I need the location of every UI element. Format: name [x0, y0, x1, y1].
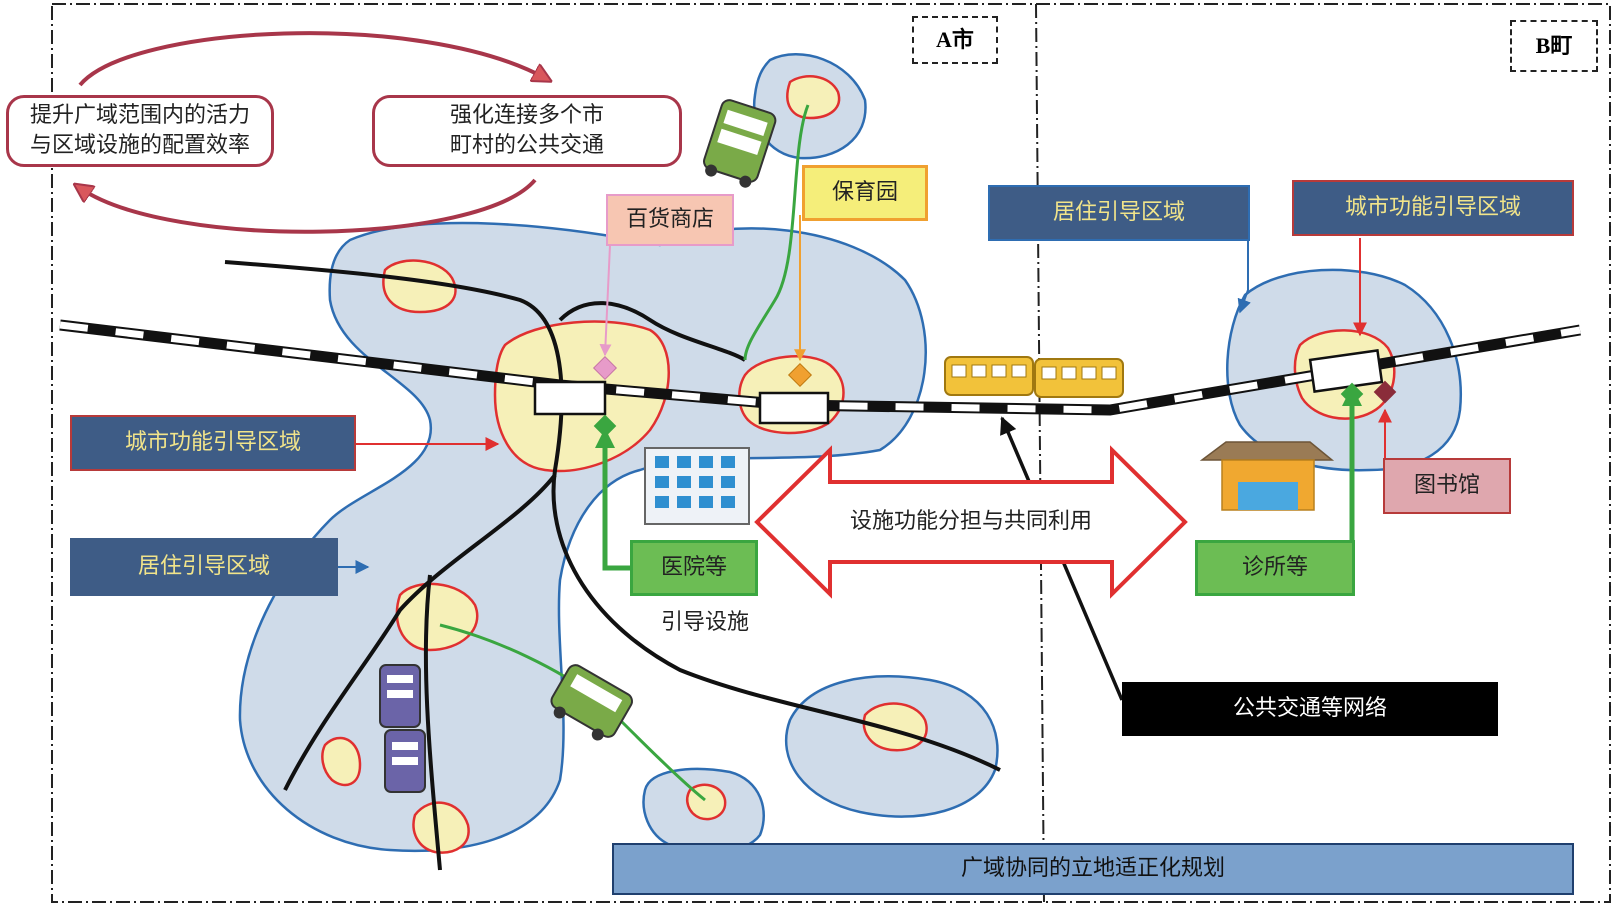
a-residential-zone-label: 居住引导区域 — [70, 538, 338, 596]
a-west-core — [382, 259, 457, 314]
cycle-box-transit: 强化连接多个市 町村的公共交通 — [372, 95, 682, 167]
library-marker — [1373, 380, 1397, 404]
a-city-tag: A市 — [912, 16, 998, 64]
clinic-label: 诊所等 — [1195, 540, 1355, 596]
a-south-core-1 — [321, 736, 362, 787]
bus-icon-purple — [379, 664, 426, 793]
clinic-building-icon — [1199, 441, 1335, 511]
b-residential-zone-label: 居住引导区域 — [988, 185, 1250, 241]
a-south-core-2 — [412, 801, 470, 854]
b-urban-function-zone-label: 城市功能引导区域 — [1292, 180, 1574, 236]
a-southeast-core — [862, 702, 928, 752]
library-label: 图书馆 — [1383, 458, 1511, 514]
roads — [224, 260, 1001, 871]
b-residential-pointer — [1237, 238, 1251, 314]
bus-line-north — [743, 104, 810, 361]
sharing-arrow-caption: 设施功能分担与共同利用 — [849, 509, 1092, 534]
nursery-marker — [787, 362, 813, 388]
city-boundary-line — [1035, 3, 1045, 903]
bus-icon-south — [550, 664, 633, 741]
a-central-station — [533, 380, 607, 416]
cycle-arrows — [80, 31, 545, 234]
hospital-building-icon — [644, 447, 750, 525]
train-icon — [944, 356, 1124, 398]
hospital-label: 医院等 — [630, 540, 758, 596]
outer-frame — [51, 3, 1611, 903]
a-southwest-core — [395, 582, 479, 652]
cycle-box-transit-line-2: 町村的公共交通 — [449, 133, 604, 158]
cycle-box-vitality-line-1: 提升广域范围内的活力 — [29, 103, 250, 128]
a-north-core — [786, 75, 841, 120]
nursery-label: 保育园 — [802, 165, 928, 221]
a-urban-function-zone-label: 城市功能引导区域 — [70, 415, 356, 471]
cycle-box-vitality: 提升广域范围内的活力 与区域设施的配置效率 — [6, 95, 274, 167]
bus-icon-north — [703, 99, 777, 188]
department-store-label: 百货商店 — [606, 194, 734, 246]
public-transport-network-label: 公共交通等网络 — [1122, 682, 1498, 736]
b-town-tag: B町 — [1510, 20, 1598, 72]
a-east-station — [758, 391, 830, 425]
cycle-box-vitality-line-2: 与区域设施的配置效率 — [29, 133, 250, 158]
hospital-pointer — [595, 428, 630, 571]
hospital-marker — [593, 414, 617, 438]
department-store-marker — [592, 355, 618, 381]
department-store-pointer — [599, 244, 612, 357]
footer-banner: 广域协同的立地适正化规划 — [612, 843, 1574, 895]
guided-facilities-caption: 引导设施 — [660, 610, 749, 635]
clinic-marker — [1340, 382, 1364, 406]
cycle-box-transit-line-1: 强化连接多个市 — [449, 103, 604, 128]
sharing-double-arrow — [754, 445, 1188, 599]
